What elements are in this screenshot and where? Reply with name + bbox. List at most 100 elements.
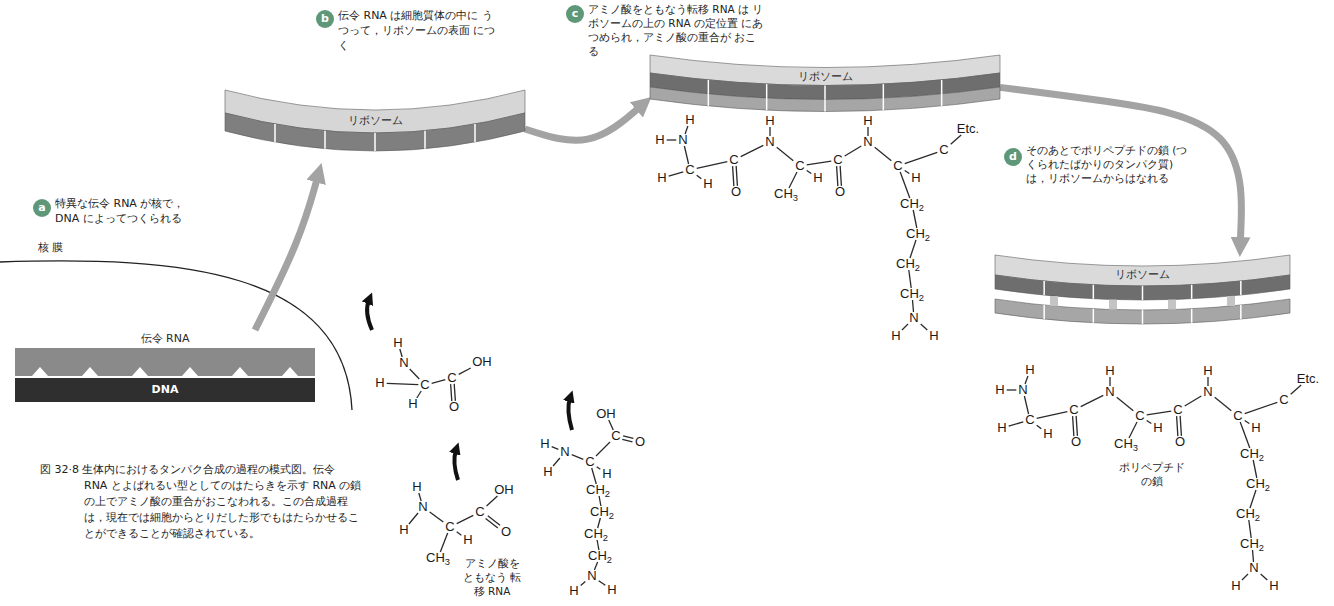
- atom-label: N: [1249, 561, 1258, 575]
- bond-line: [837, 166, 838, 186]
- bond-line: [440, 533, 447, 552]
- bond-line: [902, 324, 908, 330]
- atom-label: C: [420, 378, 429, 392]
- bond-line: [487, 496, 498, 506]
- atom-label: H: [543, 465, 552, 479]
- membrane-label: 核 膜: [38, 240, 64, 255]
- atom-label: N: [678, 133, 687, 147]
- bond-line: [622, 439, 632, 442]
- bond-line: [840, 166, 841, 186]
- bond-line: [733, 166, 734, 186]
- segment-line: [766, 84, 768, 98]
- atom-label: C: [475, 505, 484, 519]
- trna-arrow: [454, 450, 458, 480]
- atom-label: CH2: [588, 549, 612, 563]
- segment-line: [883, 84, 885, 98]
- trna-label: アミノ酸を ともなう 転移 RNA: [460, 556, 524, 598]
- atom-label: CH2: [1240, 537, 1264, 551]
- atom-label: O: [731, 185, 741, 199]
- bond-line: [486, 519, 498, 528]
- atom-label: C: [685, 163, 694, 177]
- bond-group: [387, 126, 1301, 585]
- atom-label: C: [445, 520, 454, 534]
- bond-line: [592, 468, 597, 484]
- segment-line: [941, 94, 943, 106]
- atom-label: CH2: [1236, 507, 1260, 521]
- ribosome-label: リボソーム: [1115, 267, 1170, 282]
- atom-label: C: [1025, 413, 1034, 427]
- ribosome-label: リボソーム: [798, 69, 853, 84]
- atom-label: CH2: [906, 227, 930, 241]
- bond-line: [1261, 574, 1268, 580]
- strand-label: 伝令 RNA: [141, 331, 190, 346]
- segment-line: [424, 131, 426, 149]
- atom-label: H: [375, 376, 384, 390]
- bond-line: [597, 467, 601, 470]
- bond-line: [387, 383, 419, 384]
- bond-line: [1180, 416, 1181, 436]
- atom-label: CH2: [896, 257, 920, 271]
- bond-line: [457, 532, 462, 535]
- bridge: [1050, 296, 1058, 306]
- segment-line: [1240, 305, 1242, 319]
- atom-label: CH2: [586, 483, 610, 497]
- bond-line: [459, 368, 471, 374]
- atom-label: C: [939, 143, 948, 157]
- atom-label: H: [813, 171, 822, 185]
- atom-label: N: [399, 356, 408, 370]
- atom-label: C: [729, 153, 738, 167]
- atom-label: C: [1069, 403, 1078, 417]
- ribosome: リボソーム: [995, 255, 1290, 340]
- bond-line: [596, 442, 610, 456]
- atom-label: OH: [596, 407, 616, 421]
- atom-label: C: [833, 153, 842, 167]
- atom-label: N: [909, 311, 918, 325]
- segment-line: [1191, 309, 1193, 323]
- atom-label: H: [655, 133, 664, 147]
- strand-label: DNA: [152, 382, 179, 397]
- atom-label: O: [1071, 435, 1081, 449]
- process-arrow: [255, 177, 318, 330]
- bond-line: [1147, 411, 1172, 415]
- bond-line: [599, 581, 606, 586]
- atom-label: H: [703, 177, 712, 191]
- bond-line: [913, 210, 917, 228]
- atom-label: H: [1251, 421, 1260, 435]
- bond-line: [454, 384, 455, 401]
- atom-label: H: [997, 421, 1006, 435]
- atom-label: H: [393, 336, 402, 350]
- step-badge: d: [1004, 148, 1022, 166]
- atom-label: OH: [472, 355, 492, 369]
- bond-line: [488, 516, 500, 525]
- atom-label: H: [995, 383, 1004, 397]
- step-badge: a: [33, 199, 51, 217]
- segment-line: [474, 124, 476, 142]
- bond-line: [669, 172, 684, 176]
- step-text: そのあとでポリペプチドの鎖 (つくられたばかりのタンパク質) は，リボソームから…: [1026, 143, 1194, 185]
- bridge: [1168, 300, 1176, 310]
- step-text: アミノ酸をともなう転移 RNA は リボソームの上の RNA の定位置 にあつめ…: [588, 2, 766, 58]
- bond-line: [1081, 395, 1104, 406]
- bond-line: [553, 458, 560, 466]
- atom-label: H: [891, 329, 900, 343]
- bond-line: [1240, 422, 1250, 448]
- atom-label: O: [449, 400, 459, 414]
- bond-line: [1037, 425, 1042, 429]
- atom-label: N: [1105, 385, 1114, 399]
- bond-line: [909, 270, 911, 288]
- bond-line: [697, 175, 702, 179]
- ribosome-layer: [995, 299, 1290, 324]
- atom-label: OH: [494, 483, 514, 497]
- atom-label: H: [1105, 364, 1114, 378]
- segment-line: [824, 100, 826, 112]
- bond-line: [410, 369, 420, 379]
- bond-line: [900, 172, 910, 198]
- ribosome-label: リボソーム: [348, 113, 403, 128]
- bond-line: [684, 146, 688, 164]
- ribosome-band: [650, 55, 1000, 127]
- atom-label: H: [408, 397, 417, 411]
- atom-label: H: [1043, 427, 1052, 441]
- bond-line: [1009, 422, 1024, 426]
- step-badge: b: [316, 10, 334, 28]
